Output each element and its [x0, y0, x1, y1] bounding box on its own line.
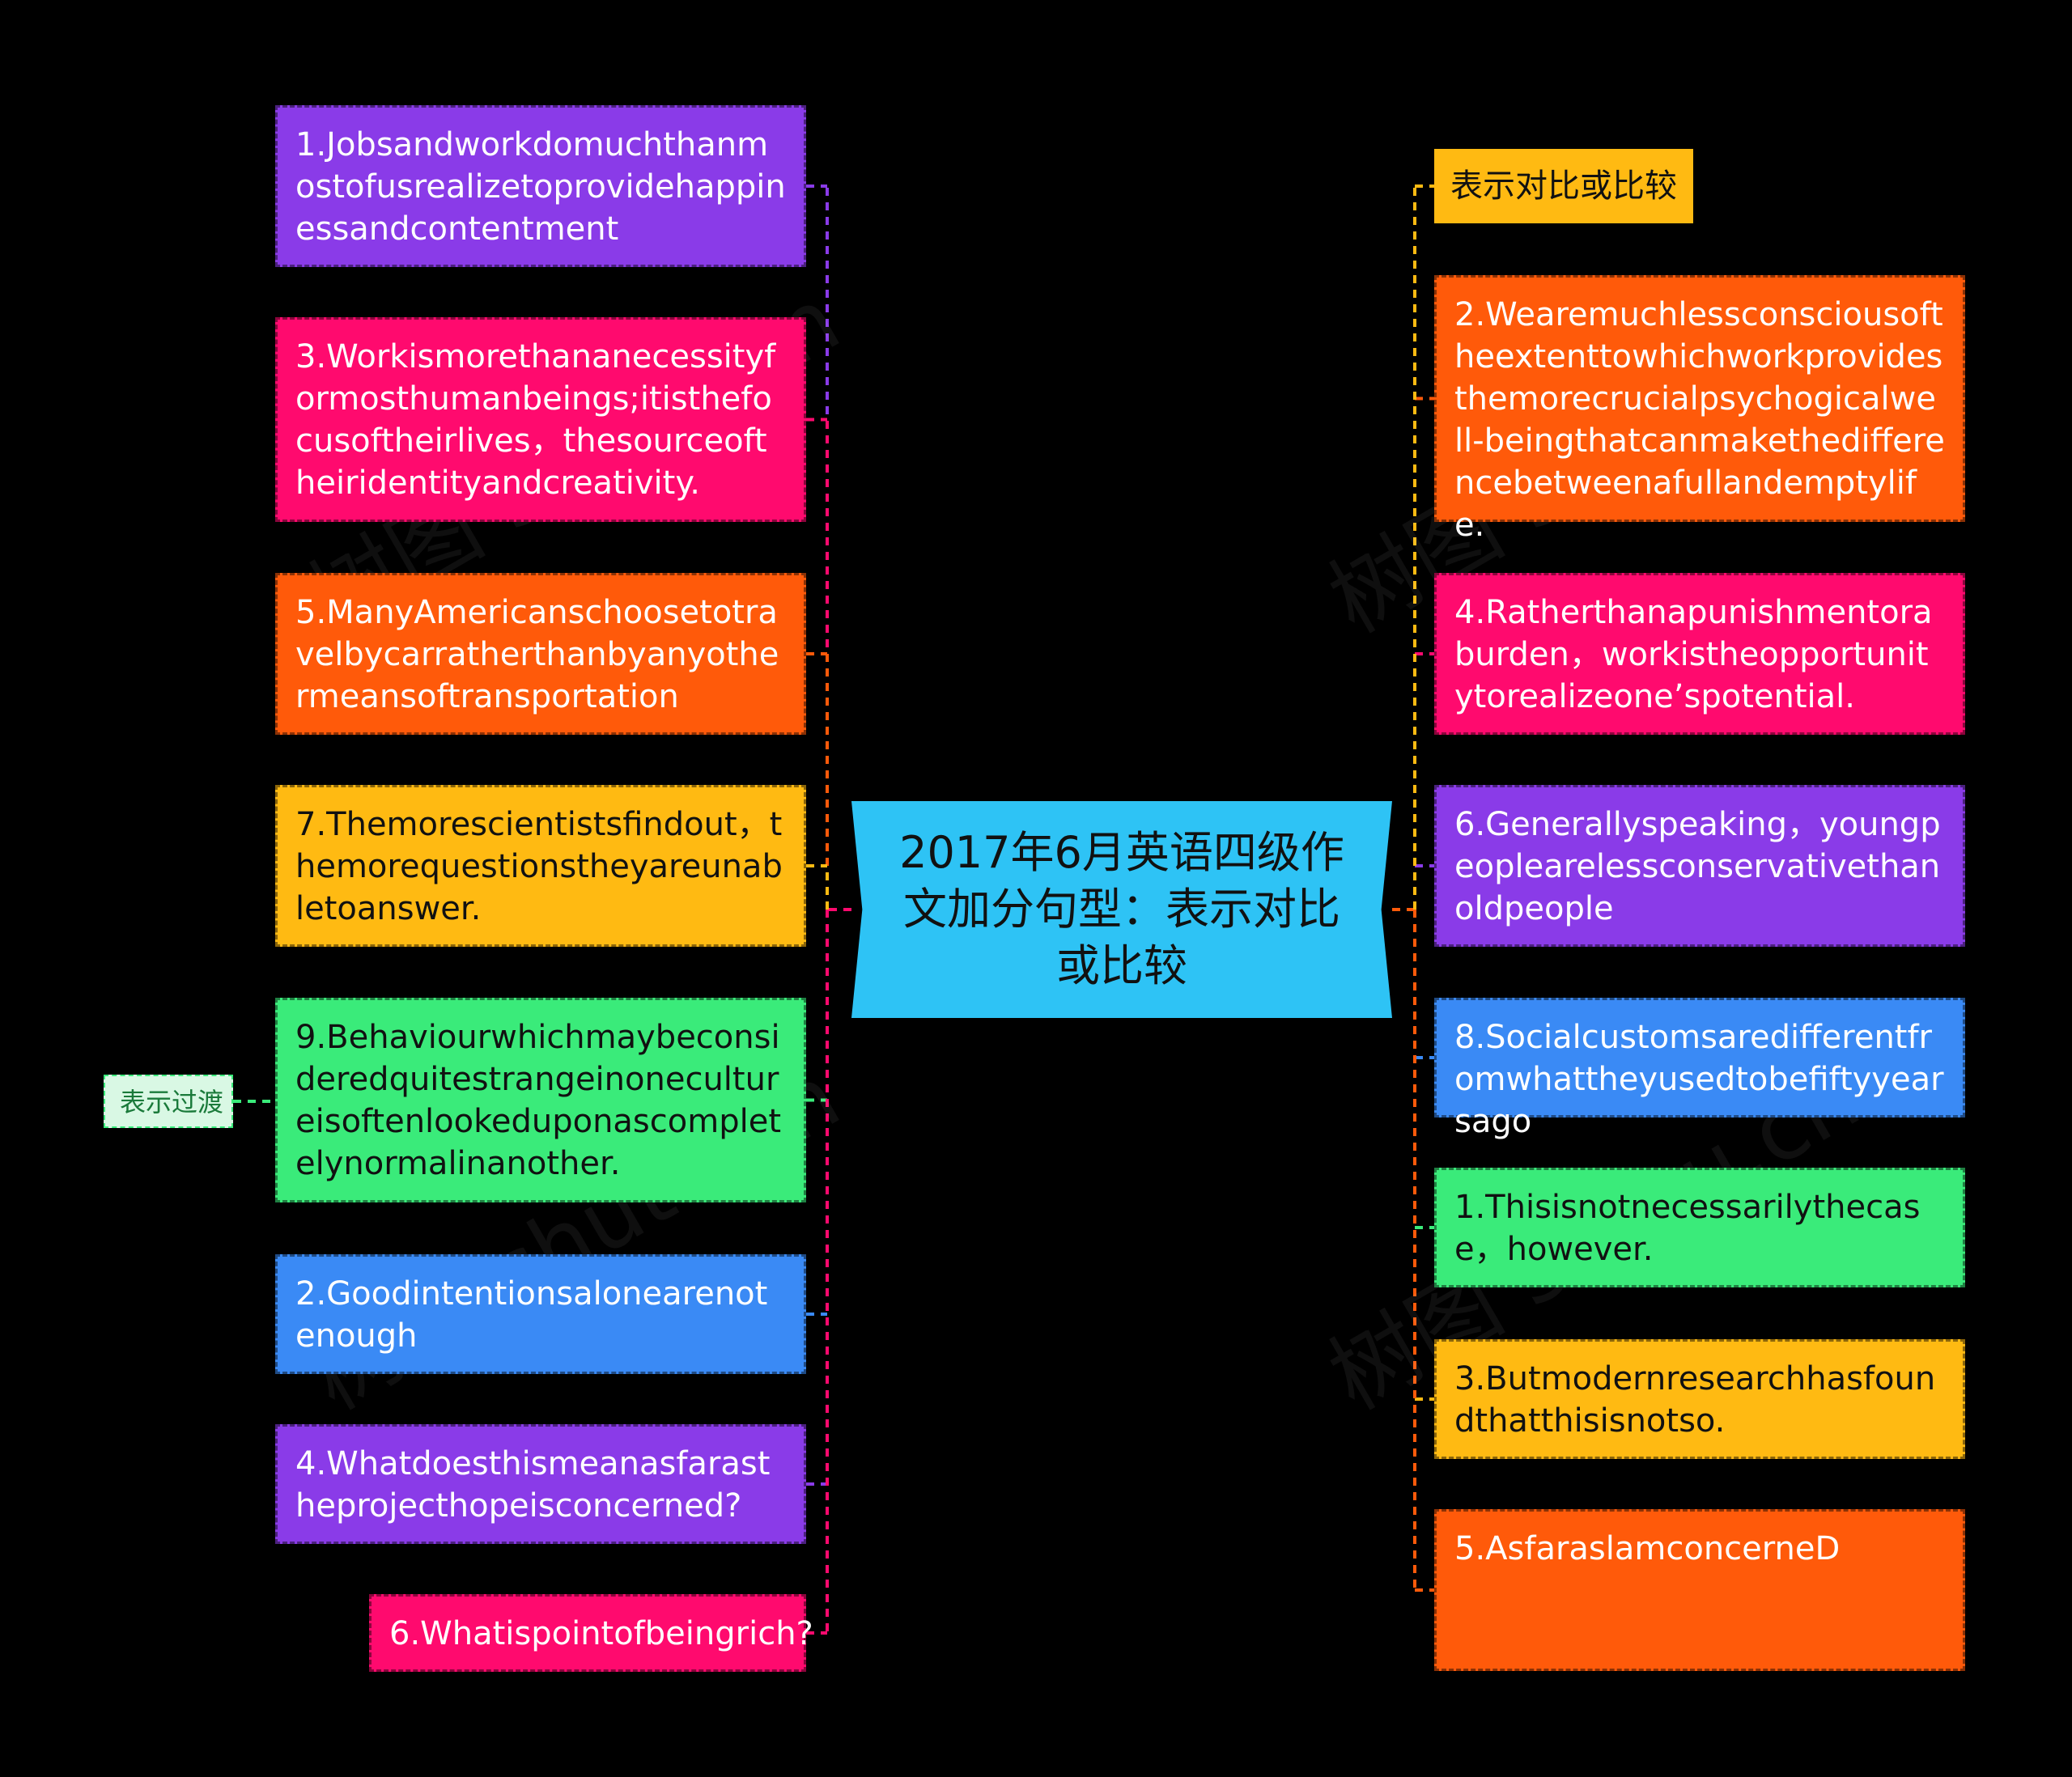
node-text: 1.Jobsandworkdomuchthanmostofusrealizeto… [295, 126, 786, 248]
node-text: 2.Wearemuchlessconsciousoftheextenttowhi… [1454, 296, 1945, 544]
right-node-4[interactable]: 4.Ratherthanapunishmentoraburden，workist… [1434, 573, 1965, 735]
right-node-6[interactable]: 6.Generallyspeaking，youngpeoplearelessco… [1434, 785, 1965, 947]
left-node-6[interactable]: 6.Whatispointofbeingrich? [369, 1594, 813, 1672]
comparison-tag-label: 表示对比或比较 [1450, 168, 1677, 205]
transition-tag-label: 表示过渡 [120, 1087, 224, 1118]
node-text: 9.Behaviourwhichmaybeconsideredquitestra… [295, 1019, 781, 1182]
node-text: 2.Goodintentionsalonearenotenough [295, 1275, 768, 1355]
node-text: 4.Whatdoesthismeanasfarastheprojecthopei… [295, 1445, 771, 1525]
right-node-2[interactable]: 2.Wearemuchlessconsciousoftheextenttowhi… [1434, 275, 1965, 544]
node-text: 3.Workismorethananecessityformosthumanbe… [295, 338, 776, 502]
right-node-5[interactable]: 5.AsfaraslamconcerneD [1434, 1509, 1965, 1671]
left-node-9[interactable]: 9.Behaviourwhichmaybeconsideredquitestra… [275, 998, 806, 1202]
node-text: 6.Whatispointofbeingrich? [389, 1615, 813, 1652]
node-text: 5.AsfaraslamconcerneD [1454, 1530, 1841, 1567]
center-topic-node[interactable]: 2017年6月英语四级作文加分句型：表示对比或比较 [851, 801, 1392, 1018]
left-node-3[interactable]: 3.Workismorethananecessityformosthumanbe… [275, 317, 806, 522]
comparison-tag[interactable]: 表示对比或比较 [1434, 149, 1693, 223]
transition-tag[interactable]: 表示过渡 [104, 1075, 233, 1128]
node-text: 1.Thisisnotnecessarilythecase，however. [1454, 1189, 1921, 1268]
left-node-1[interactable]: 1.Jobsandworkdomuchthanmostofusrealizeto… [275, 105, 806, 267]
left-node-7[interactable]: 7.Themorescientistsfindout，themorequesti… [275, 785, 806, 947]
right-node-3[interactable]: 3.Butmodernresearchhasfoundthatthisisnot… [1434, 1339, 1965, 1459]
node-text: 4.Ratherthanapunishmentoraburden，workist… [1454, 594, 1933, 715]
node-text: 7.Themorescientistsfindout，themorequesti… [295, 806, 783, 927]
center-topic-title: 2017年6月英语四级作文加分句型：表示对比或比较 [899, 827, 1344, 991]
node-text: 8.Socialcustomsaredifferentfromwhattheyu… [1454, 1019, 1944, 1140]
node-text: 3.Butmodernresearchhasfoundthatthisisnot… [1454, 1360, 1936, 1440]
right-node-8[interactable]: 8.Socialcustomsaredifferentfromwhattheyu… [1434, 998, 1965, 1140]
left-node-2[interactable]: 2.Goodintentionsalonearenotenough [275, 1254, 806, 1374]
node-text: 6.Generallyspeaking，youngpeoplearelessco… [1454, 806, 1941, 927]
left-node-4[interactable]: 4.Whatdoesthismeanasfarastheprojecthopei… [275, 1424, 806, 1544]
right-node-1[interactable]: 1.Thisisnotnecessarilythecase，however. [1434, 1168, 1965, 1287]
node-text: 5.ManyAmericanschoosetotravelbycarrather… [295, 594, 779, 715]
left-node-5[interactable]: 5.ManyAmericanschoosetotravelbycarrather… [275, 573, 806, 735]
